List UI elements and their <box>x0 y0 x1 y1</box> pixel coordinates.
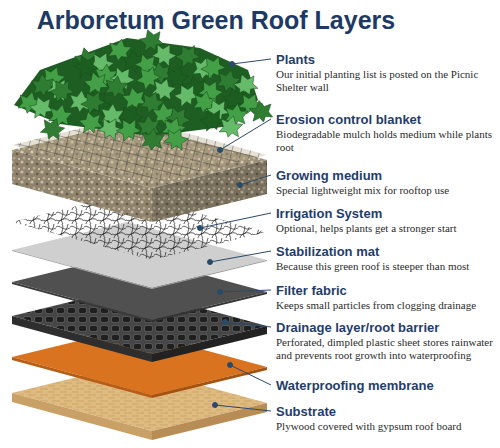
layer-name: Plants <box>276 52 315 67</box>
layer-note: Biodegradable mulch holds medium while p… <box>276 128 494 154</box>
layer-note: Keeps small particles from clogging drai… <box>276 299 494 312</box>
leader-lines <box>198 59 272 411</box>
leader-dot <box>218 148 223 153</box>
drainage-edge <box>12 316 152 362</box>
leaf <box>141 127 165 151</box>
leaf <box>137 114 160 137</box>
leaf <box>215 67 242 94</box>
leader-dot <box>228 363 233 368</box>
leaf <box>162 124 191 153</box>
leader-line <box>240 175 271 185</box>
leader-line <box>232 59 271 64</box>
leaf <box>217 113 244 140</box>
layer-name: Stabilization mat <box>276 244 379 259</box>
leader-line <box>215 405 271 411</box>
layer-note: Optional, helps plants get a stronger st… <box>276 222 494 235</box>
leaf <box>113 114 143 144</box>
leader-line <box>230 365 271 385</box>
leader-dot <box>218 290 223 295</box>
layer-note: Special lightweight mix for rooftop use <box>276 184 494 197</box>
leaf <box>121 85 147 111</box>
leaf <box>46 75 76 105</box>
leader-line <box>200 213 271 228</box>
substrate-edge <box>12 393 152 440</box>
layer-name: Filter fabric <box>276 283 347 298</box>
diagram-title: Arboretum Green Roof Layers <box>0 6 432 35</box>
layer-name: Waterproofing membrane <box>276 378 434 393</box>
filter-edge <box>12 282 152 322</box>
leader-dot <box>238 183 243 188</box>
layer-name: Irrigation System <box>276 206 382 221</box>
leader-dot <box>230 62 235 67</box>
leaf <box>77 109 104 136</box>
filter-edge <box>152 292 267 322</box>
leaf <box>27 93 55 121</box>
leader-dot <box>198 226 203 231</box>
layer-name: Drainage layer/root barrier <box>276 320 439 335</box>
drainage-edge <box>152 326 267 362</box>
leader-dot <box>223 320 228 325</box>
leaf <box>95 113 125 143</box>
leader-dot <box>208 260 213 265</box>
layer-name: Growing medium <box>276 168 382 183</box>
layer-note: Because this green roof is steeper than … <box>276 260 494 273</box>
layer-name: Substrate <box>276 404 336 419</box>
leaf <box>38 114 67 143</box>
leader-line <box>220 290 271 292</box>
leader-line <box>225 322 271 327</box>
leaf <box>31 73 55 97</box>
layer-note: Perforated, dimpled plastic sheet stores… <box>276 336 494 362</box>
leaf <box>248 98 274 124</box>
leader-dot <box>213 403 218 408</box>
plants-layer <box>14 26 274 153</box>
leader-line <box>220 119 271 150</box>
leader-line <box>210 251 271 262</box>
membrane-edge <box>12 357 152 398</box>
mat-edge <box>12 250 152 289</box>
membrane-edge <box>152 367 267 398</box>
plant-mass <box>14 38 258 136</box>
layer-name: Erosion control blanket <box>276 112 421 127</box>
layer-note: Plywood covered with gypsum roof board <box>276 420 494 433</box>
mat-edge <box>152 260 267 289</box>
layer-note: Our initial planting list is posted on t… <box>276 68 494 94</box>
